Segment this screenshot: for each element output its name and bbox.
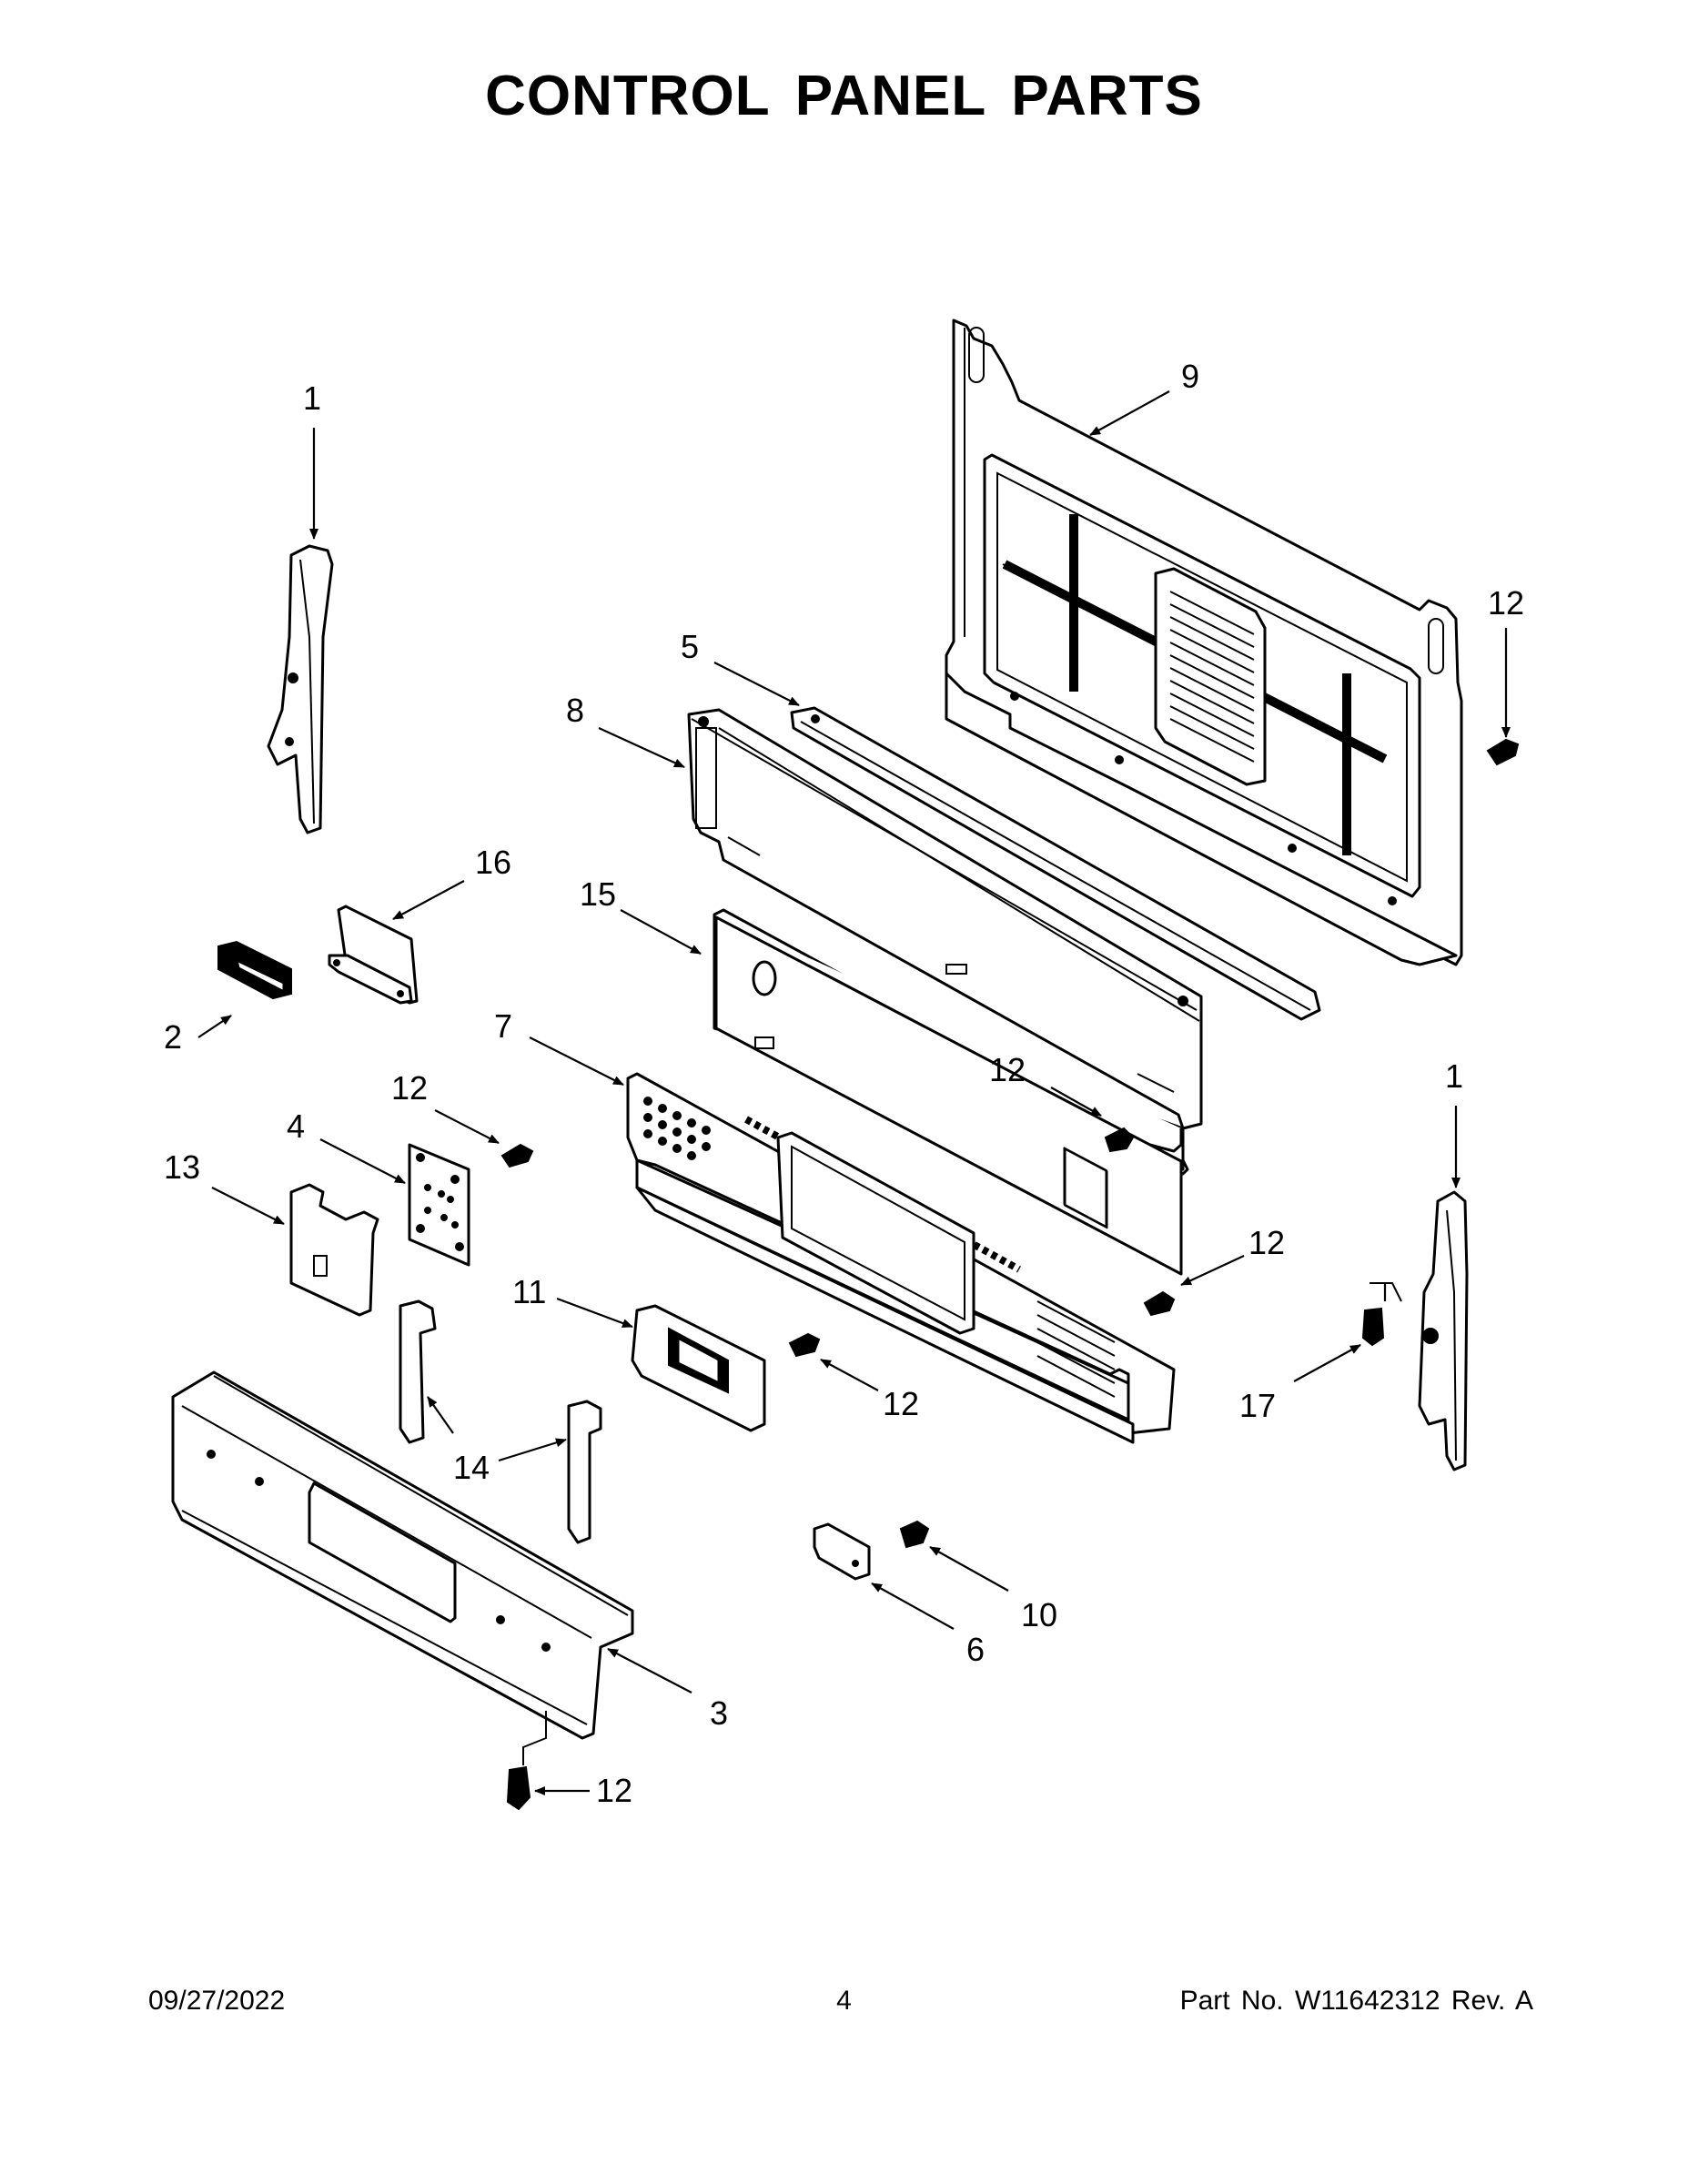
part-4-control-board <box>408 1143 470 1267</box>
screws <box>500 738 1520 1811</box>
callout-9: 9 <box>1181 358 1199 395</box>
screw-17 <box>1361 1307 1385 1347</box>
callout-13: 13 <box>164 1148 200 1186</box>
screw-12-bottom <box>506 1765 531 1811</box>
callout-16: 16 <box>475 844 511 881</box>
callout-12-bottom: 12 <box>596 1772 632 1809</box>
callout-2: 2 <box>164 1018 182 1056</box>
part-7-mounting-plate <box>626 1072 1176 1444</box>
callout-12-mid: 12 <box>989 1051 1026 1088</box>
callout-8: 8 <box>566 692 584 729</box>
callout-5: 5 <box>681 628 699 665</box>
footer-page-number: 4 <box>836 1986 852 2016</box>
callout-12-display: 12 <box>883 1385 919 1422</box>
part-13-housing <box>289 1183 379 1317</box>
callout-10: 10 <box>1021 1596 1057 1633</box>
part-8-panel-support <box>687 708 1203 1130</box>
callout-15: 15 <box>580 875 616 913</box>
callout-12-left: 12 <box>391 1069 428 1107</box>
page-title: CONTROL PANEL PARTS <box>485 65 1203 127</box>
footer-part-number: Part No. W11642312 Rev. A <box>1179 1986 1533 2016</box>
part-3-control-panel <box>171 1370 634 1765</box>
part-16-bracket <box>328 905 419 1005</box>
callout-11: 11 <box>512 1273 546 1310</box>
screw-10 <box>899 1520 930 1549</box>
screw-12-left <box>500 1143 534 1168</box>
part-11-display-board <box>631 1304 766 1432</box>
part-6-clip <box>813 1522 871 1581</box>
screw-12-top-right <box>1486 738 1520 766</box>
screw-12-display <box>788 1332 821 1358</box>
part-15-shield <box>713 908 1189 1276</box>
part-1-side-bracket-right <box>1370 1190 1469 1471</box>
part-2-switch <box>217 940 292 1000</box>
callout-4: 4 <box>287 1107 305 1145</box>
callout-1-right: 1 <box>1445 1057 1463 1095</box>
footer-date: 09/27/2022 <box>148 1986 286 2016</box>
callout-14: 14 <box>453 1449 490 1486</box>
callout-17: 17 <box>1239 1387 1276 1424</box>
callout-12-right: 12 <box>1248 1224 1285 1261</box>
part-14-brackets <box>399 1299 602 1544</box>
part-1-side-bracket-left <box>267 544 334 834</box>
callout-6: 6 <box>966 1631 985 1668</box>
callout-12-top-right: 12 <box>1488 584 1524 622</box>
part-5-trim-strip <box>790 706 1321 1021</box>
callout-numbers: 1 9 12 5 8 16 15 2 7 12 1 12 4 13 12 11 … <box>164 358 1524 1809</box>
part-9-rear-panel <box>945 318 1463 966</box>
screw-12-right <box>1143 1290 1176 1317</box>
callout-3: 3 <box>710 1694 728 1732</box>
leader-lines <box>197 390 1511 1795</box>
screw-12-mid <box>1104 1127 1135 1153</box>
callout-7: 7 <box>494 1007 512 1045</box>
callout-1-left: 1 <box>303 379 321 417</box>
